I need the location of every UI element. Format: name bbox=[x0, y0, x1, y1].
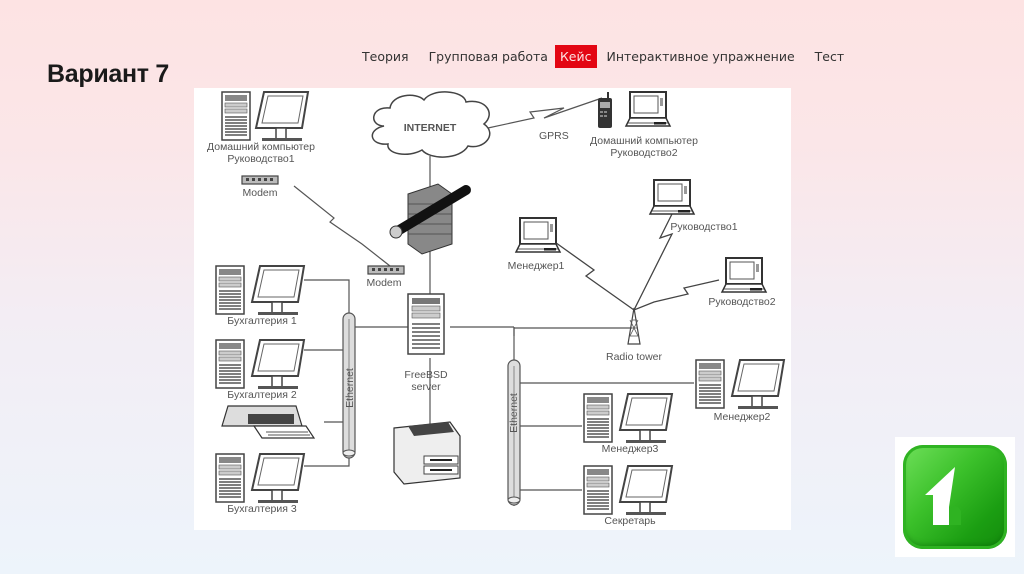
radio-tower-icon bbox=[627, 307, 641, 345]
modem-mid-label: Modem bbox=[366, 277, 401, 289]
secretary-pc bbox=[583, 465, 673, 516]
accounting-pc-3 bbox=[215, 453, 305, 504]
buh3-label: Бухгалтерия 3 bbox=[227, 503, 297, 515]
manager3-label: Менеджер3 bbox=[602, 443, 659, 455]
ethernet-right-label: Ethernet bbox=[508, 393, 520, 433]
nav-group-work[interactable]: Групповая работа bbox=[428, 48, 548, 64]
gprs-label: GPRS bbox=[539, 130, 569, 142]
top-navigation: Теория Групповая работа Кейс Интерактивн… bbox=[357, 44, 859, 68]
buh1-label: Бухгалтерия 1 bbox=[227, 315, 297, 327]
radio-tower-label: Radio tower bbox=[606, 351, 663, 363]
rukov1-label: Руководство1 bbox=[670, 221, 737, 233]
home-laptop-2-icon bbox=[625, 91, 671, 127]
rukov2-laptop-icon bbox=[721, 257, 767, 293]
page-title: Вариант 7 bbox=[47, 60, 169, 88]
manager2-pc bbox=[695, 359, 785, 410]
buh2-label: Бухгалтерия 2 bbox=[227, 389, 297, 401]
home-computer-1 bbox=[221, 91, 309, 142]
home-pc1-label-2: Руководство1 bbox=[227, 153, 294, 165]
nav-theory[interactable]: Теория bbox=[362, 48, 409, 64]
mobile-phone-icon bbox=[598, 92, 612, 128]
accounting-pc-1 bbox=[215, 265, 305, 316]
laser-printer-icon bbox=[393, 421, 461, 485]
manager1-laptop-icon bbox=[515, 217, 561, 253]
nav-case[interactable]: Кейс bbox=[554, 44, 597, 68]
modem-mid-icon bbox=[367, 265, 405, 275]
modem-top-label: Modem bbox=[242, 187, 277, 199]
rukov2-label: Руководство2 bbox=[708, 296, 775, 308]
home-icon bbox=[925, 467, 961, 525]
server-label-1: FreeBSD bbox=[404, 369, 448, 381]
home-pc2-label-1: Домашний компьютер bbox=[590, 135, 698, 147]
home-button-container bbox=[895, 437, 1015, 557]
network-diagram: INTERNET GPRS Домашний компьютер Руковод… bbox=[194, 88, 791, 530]
accounting-pc-2 bbox=[215, 339, 305, 390]
ethernet-left-label: Ethernet bbox=[344, 368, 356, 408]
rukov1-laptop-icon bbox=[649, 179, 695, 215]
inkjet-printer-icon bbox=[221, 405, 316, 439]
internet-cloud: INTERNET bbox=[371, 91, 491, 158]
home-pc1-label-1: Домашний компьютер bbox=[207, 141, 315, 153]
server-label-2: server bbox=[411, 381, 441, 393]
firewall-icon bbox=[389, 183, 471, 255]
internet-label: INTERNET bbox=[404, 122, 457, 134]
nav-test[interactable]: Тест bbox=[814, 48, 845, 64]
modem-top-icon bbox=[241, 175, 279, 185]
nav-interactive-exercise[interactable]: Интерактивное упражнение bbox=[606, 48, 795, 64]
manager2-label: Менеджер2 bbox=[714, 411, 771, 423]
secretary-label: Секретарь bbox=[604, 515, 656, 527]
freebsd-server-icon bbox=[407, 293, 445, 355]
home-button[interactable] bbox=[903, 445, 1007, 549]
manager3-pc bbox=[583, 393, 673, 444]
wireless-links bbox=[551, 197, 720, 311]
home-pc2-label-2: Руководство2 bbox=[610, 147, 677, 159]
manager1-label: Менеджер1 bbox=[508, 260, 565, 272]
